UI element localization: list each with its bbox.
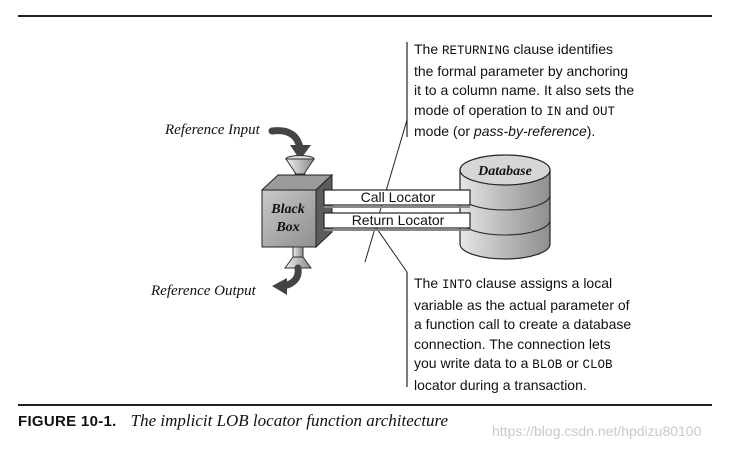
black-box-label-line2: Box [275, 220, 299, 235]
figure-title: The implicit LOB locator function archit… [130, 411, 449, 430]
return-locator-pipe: Return Locator [323, 212, 471, 231]
note-line: connection. The connection lets [414, 335, 611, 352]
note-line: variable as the actual parameter of [414, 296, 630, 313]
figure-number: FIGURE 10-1. [18, 413, 117, 430]
note-line: mode (or pass-by-reference). [414, 123, 596, 139]
note-line: mode of operation to IN and OUT [414, 101, 615, 119]
database-cylinder: Database [459, 154, 551, 260]
black-box-label-line1: Black [270, 202, 304, 217]
figure-caption: FIGURE 10-1. The implicit LOB locator fun… [18, 411, 448, 431]
into-clause-note: The INTO clause assigns a local variable… [414, 274, 631, 395]
database-label: Database [477, 164, 532, 179]
output-funnel [284, 246, 312, 269]
call-locator-pipe: Call Locator [323, 189, 471, 208]
note-line: a function call to create a database [414, 316, 632, 332]
reference-input-label: Reference Input [164, 122, 261, 138]
note-line: it to a column name. It also sets the [414, 82, 635, 98]
call-locator-label: Call Locator [361, 189, 436, 205]
reference-output-arrow [272, 264, 302, 295]
returning-clause-note: The RETURNING clause identifies the form… [414, 40, 634, 142]
reference-output-label: Reference Output [150, 283, 257, 299]
note-line: The INTO clause assigns a local [414, 275, 613, 292]
reference-input-arrow [268, 127, 311, 160]
note-line: the formal parameter by anchoring [414, 62, 628, 79]
black-box-cube: Black Box [260, 173, 334, 249]
return-locator-label: Return Locator [352, 212, 445, 228]
watermark: https://blog.csdn.net/hpdizu80100 [492, 423, 702, 439]
note-line: locator during a transaction. [414, 376, 587, 393]
note-line: The RETURNING clause identifies [414, 41, 614, 58]
note-line: you write data to a BLOB or CLOB [414, 355, 613, 372]
bottom-note-leader [374, 225, 408, 273]
